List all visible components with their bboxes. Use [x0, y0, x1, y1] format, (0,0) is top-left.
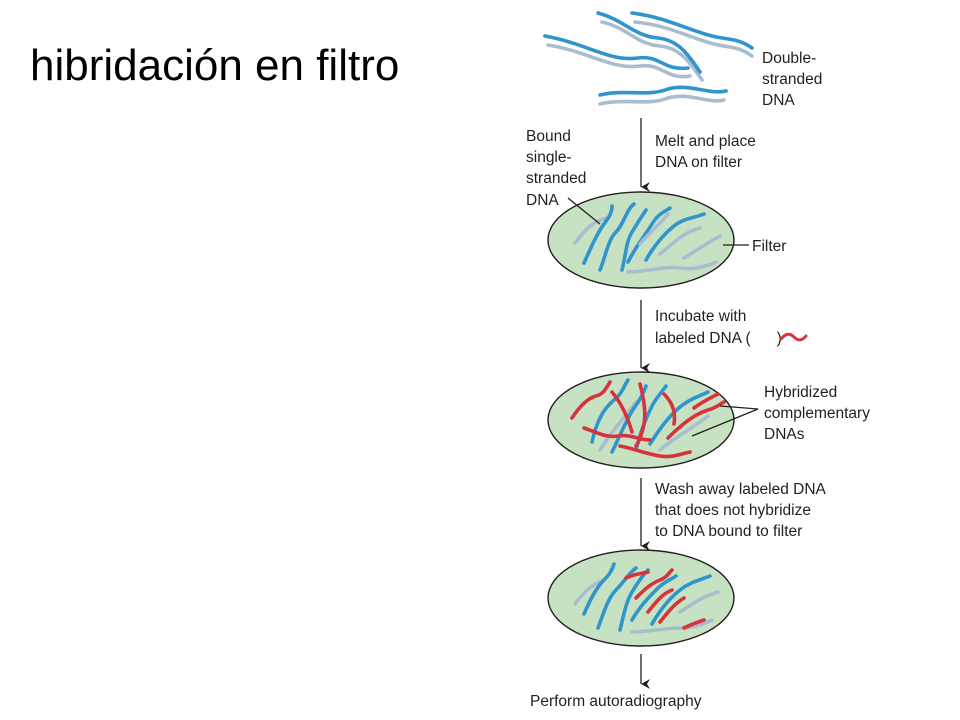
hybridized-label-line1: Hybridized [764, 384, 837, 401]
labeled-strand [666, 400, 726, 440]
step3-label-line2: that does not hybridize [655, 502, 811, 519]
step1-label-line1: Melt and place [655, 133, 756, 150]
step3-label-line1: Wash away labeled DNA [655, 481, 827, 498]
double-stranded-label-line3: DNA [762, 92, 795, 109]
step2-label-prefix: labeled DNA ( [655, 330, 751, 347]
double-stranded-label: Double- stranded DNA [762, 50, 822, 109]
single-strand [582, 204, 614, 265]
labeled-strand [662, 392, 677, 426]
single-strand [620, 208, 648, 272]
bound-label-line1: Bound [526, 128, 571, 145]
dna-strand [543, 34, 690, 71]
step2-label-suffix: ) [777, 330, 782, 347]
labeled-strand [618, 444, 692, 459]
bound-label-line3: stranded [526, 170, 586, 187]
step4-label: Perform autoradiography [530, 693, 702, 710]
bound-single-stranded-label: Bound single- stranded DNA [526, 128, 586, 209]
double-stranded-label-line2: stranded [762, 71, 822, 88]
single-strand-complement [598, 400, 638, 452]
bound-label-line2: single- [526, 149, 572, 166]
dna-strand [630, 11, 754, 50]
step1-label-line2: DNA on filter [655, 154, 742, 171]
filter-label: Filter [752, 238, 786, 255]
single-strand [596, 566, 638, 630]
labeled-strand [692, 392, 720, 410]
step3-label-line3: to DNA bound to filter [655, 523, 802, 540]
labeled-strand [634, 568, 674, 600]
dna-strand-complement [633, 20, 754, 58]
single-strand [648, 390, 710, 446]
labeled-strand [682, 618, 706, 630]
labeled-strand [570, 380, 612, 420]
single-strand-complement [678, 590, 720, 614]
step2-label-line2: labeled DNA () [655, 330, 782, 347]
single-strand-complement [682, 234, 722, 260]
bound-dna-pointer [567, 197, 601, 225]
single-strand [610, 384, 648, 454]
slide-title: hibridación en filtro [30, 41, 399, 90]
single-strand [644, 212, 706, 262]
hybridized-label-line3: DNAs [764, 426, 805, 443]
filter-3 [547, 549, 735, 647]
dna-strand [596, 11, 702, 74]
hybridized-label: Hybridized complementary DNAs [764, 384, 870, 443]
labeled-strand [634, 382, 647, 448]
single-strand-complement [658, 226, 702, 256]
single-strand [598, 202, 636, 272]
dna-strand-complement [546, 43, 692, 79]
labeled-strand [624, 570, 650, 580]
labeled-dna-legend-icon [779, 332, 808, 342]
filter-2 [547, 371, 735, 469]
hybridized-pointer [691, 408, 759, 437]
single-strand [650, 574, 712, 626]
dna-strand-complement [598, 94, 726, 106]
hybridized-pointer [719, 405, 759, 410]
labeled-strand [610, 390, 634, 434]
filter-disk [547, 549, 735, 647]
single-strand-complement [658, 414, 710, 452]
single-strand [582, 562, 616, 616]
labeled-strand [646, 588, 674, 614]
double-stranded-dna-group [543, 11, 754, 106]
single-strand-complement [573, 216, 608, 245]
single-strand [630, 574, 678, 622]
single-strand [626, 206, 672, 264]
dna-strand [598, 85, 728, 97]
single-strand-complement [638, 212, 670, 246]
single-strand [618, 568, 650, 632]
step2-label-line1: Incubate with [655, 308, 746, 325]
hybridized-label-line2: complementary [764, 405, 870, 422]
labeled-strand [658, 596, 686, 624]
bound-label-line4: DNA [526, 192, 559, 209]
double-stranded-label-line1: Double- [762, 50, 816, 67]
filter-1 [547, 191, 735, 289]
single-strand-complement [626, 260, 718, 274]
single-strand-complement [630, 618, 714, 634]
dna-strand-complement [600, 20, 704, 82]
single-strand [590, 378, 630, 444]
